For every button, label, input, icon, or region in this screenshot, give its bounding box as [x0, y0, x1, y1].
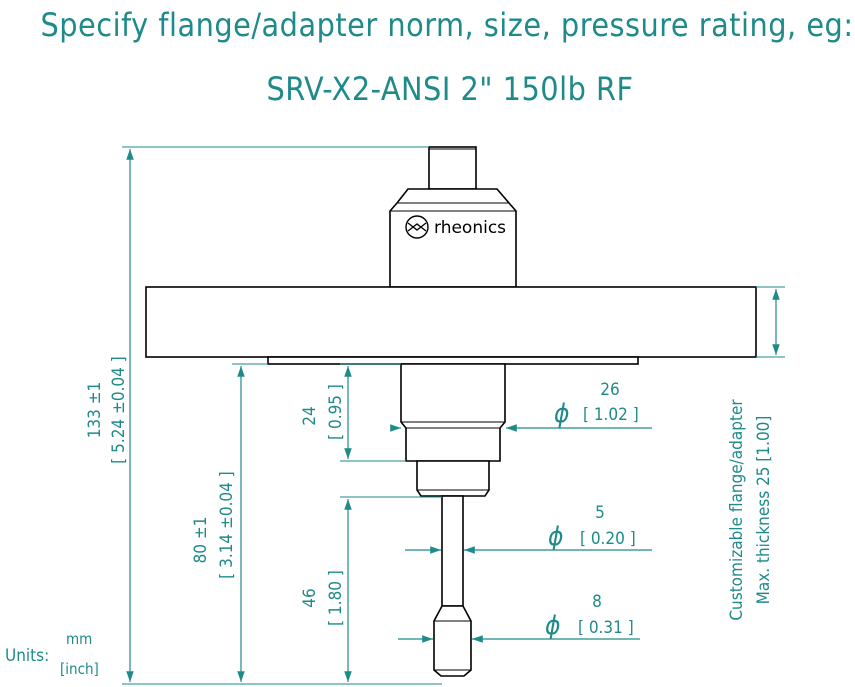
stem-length-mm: 46 — [300, 588, 320, 607]
logo-text: rheonics — [434, 218, 506, 238]
overall-height-mm: 133 ±1 — [85, 382, 105, 439]
tip-diameter-in: [ 0.31 ] — [578, 618, 634, 638]
sensor-neck — [416, 460, 490, 497]
insertion-length-mm: 80 ±1 — [191, 517, 211, 564]
sensor-stem — [441, 495, 464, 607]
title-line-1: Specify flange/adapter norm, size, press… — [40, 6, 853, 44]
rheonics-logo — [405, 215, 429, 239]
units-mm: mm — [66, 630, 92, 648]
body-diameter-in: [ 1.02 ] — [583, 405, 639, 425]
sensor-housing — [389, 188, 517, 288]
stem-diameter-symbol: ϕ — [548, 522, 563, 552]
collar-length-in: [ 0.95 ] — [326, 384, 346, 440]
sensor-body — [400, 363, 506, 462]
connector-cap — [428, 146, 477, 190]
stem-length-in: [ 1.80 ] — [326, 570, 346, 626]
flange-raised-face — [267, 356, 639, 365]
flange-note-line-1: Customizable flange/adapter — [727, 399, 747, 621]
units-inch: [inch] — [60, 660, 99, 678]
collar-length-mm: 24 — [300, 406, 320, 425]
title-line-2: SRV-X2-ANSI 2" 150lb RF — [266, 70, 633, 108]
tip-diameter-mm: 8 — [592, 592, 602, 612]
insertion-length-in: [ 3.14 ±0.04 ] — [217, 471, 237, 578]
tip-diameter-symbol: ϕ — [545, 611, 560, 641]
sensor-tip — [433, 605, 472, 677]
flange — [145, 286, 757, 358]
stem-diameter-in: [ 0.20 ] — [580, 529, 636, 549]
body-diameter-symbol: ϕ — [554, 399, 569, 429]
flange-note-line-2: Max. thickness 25 [1.00] — [754, 416, 774, 605]
units-label: Units: — [5, 646, 49, 666]
body-diameter-mm: 26 — [600, 380, 619, 400]
overall-height-in: [ 5.24 ±0.04 ] — [109, 356, 129, 463]
stem-diameter-mm: 5 — [595, 503, 605, 523]
